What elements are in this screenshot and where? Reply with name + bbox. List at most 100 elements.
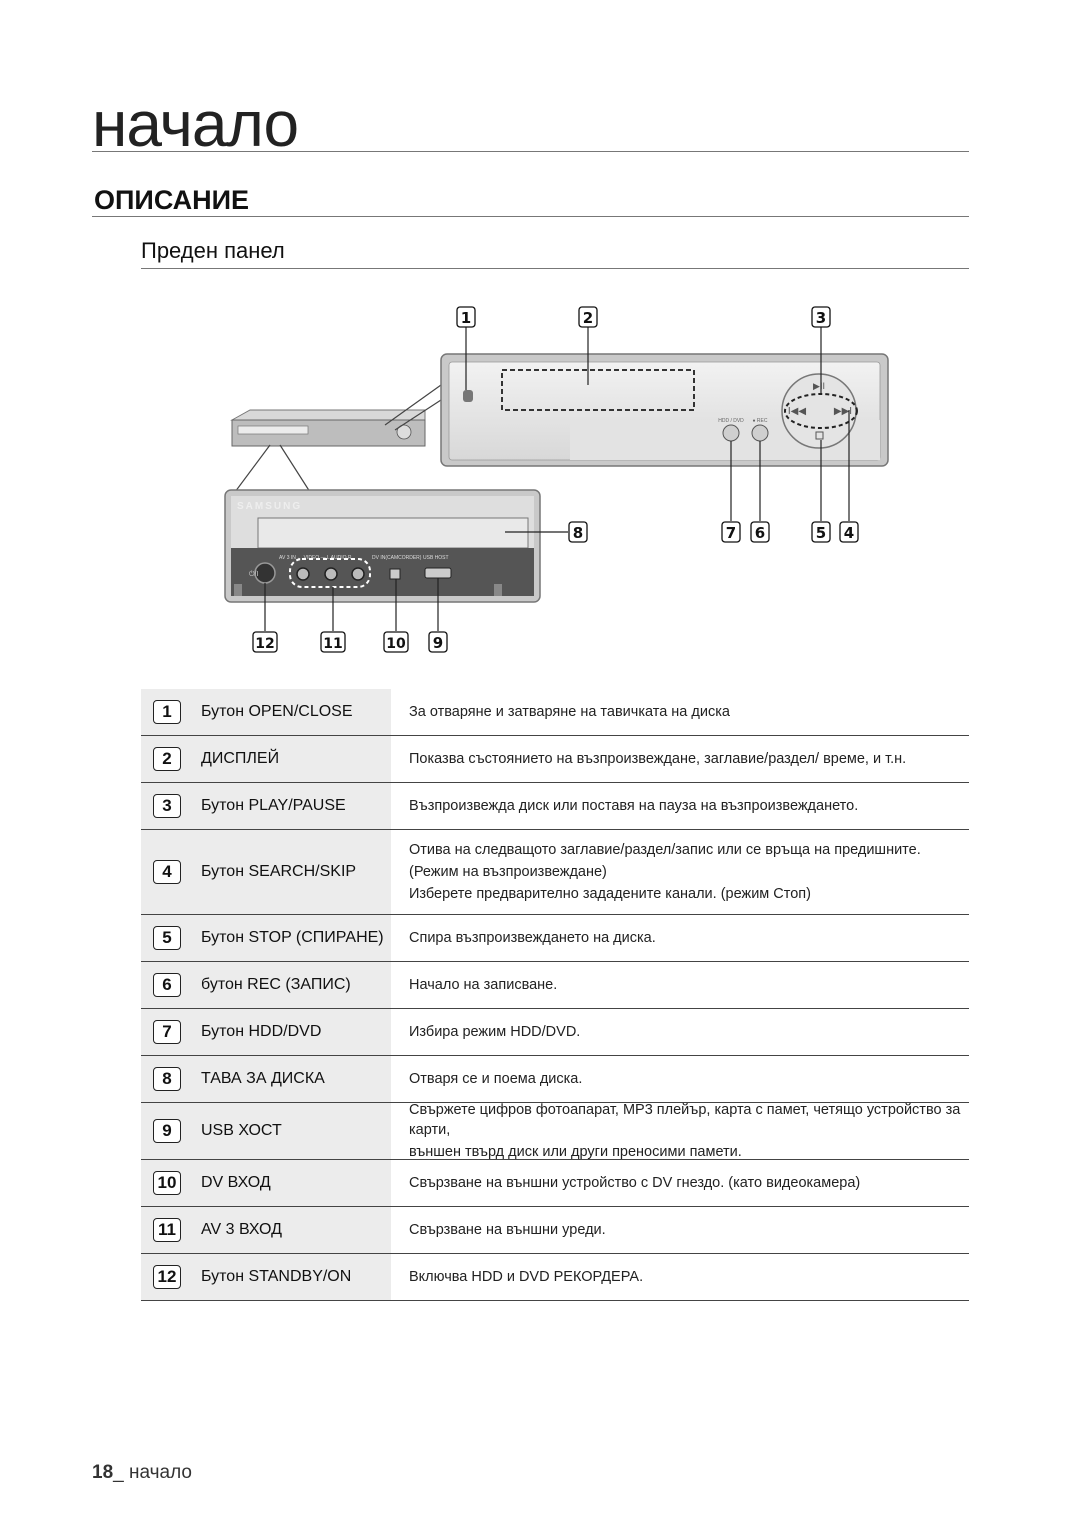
item-number-badge: 4: [153, 860, 181, 884]
svg-text:2: 2: [583, 309, 593, 327]
item-description-line: За отваряне и затваряне на тавичката на …: [409, 704, 730, 720]
item-description-line: Показва състоянието на възпроизвеждане, …: [409, 751, 907, 767]
item-description-cell: Свързване на външни уреди.: [391, 1207, 606, 1253]
item-description-line: Изберете предварително зададените канали…: [409, 886, 811, 902]
page-number: 18: [92, 1462, 114, 1483]
item-description-line: външен твърд диск или други преносими па…: [409, 1144, 742, 1160]
callout-2: 2: [578, 306, 598, 328]
item-number-badge: 8: [153, 1067, 181, 1091]
svg-text:● REC: ● REC: [753, 418, 768, 424]
item-description-line: Спира възпроизвеждането на диска.: [409, 930, 656, 946]
svg-text:HDD / DVD: HDD / DVD: [718, 418, 744, 424]
item-description-cell: Свързване на външни устройство с DV гнез…: [391, 1160, 860, 1206]
item-label: DV ВХОД: [201, 1174, 271, 1191]
item-description-cell: Спира възпроизвеждането на диска.: [391, 915, 656, 961]
item-label-cell: 3 Бутон PLAY/PAUSE: [141, 783, 391, 829]
item-label: ТАВА ЗА ДИСКА: [201, 1070, 325, 1087]
item-description-cell: Включва HDD и DVD РЕКОРДЕРА.: [391, 1254, 643, 1300]
callout-5: 5: [811, 521, 831, 543]
item-label: Бутон OPEN/CLOSE: [201, 703, 353, 720]
item-number-badge: 2: [153, 747, 181, 771]
rec-button: [751, 424, 769, 442]
item-description-line: Избира режим HDD/DVD.: [409, 1024, 581, 1040]
svg-text:11: 11: [323, 636, 342, 652]
item-label-cell: 11 AV 3 ВХОД: [141, 1207, 391, 1253]
player-overview: [230, 409, 426, 447]
brand-logo: SAMSUNG: [237, 501, 302, 512]
callout-7: 7: [721, 521, 741, 543]
item-label-cell: 7 Бутон HDD/DVD: [141, 1009, 391, 1055]
top-panel: ▶II I◀◀ ▶▶I HDD / DVD ● REC: [440, 353, 889, 467]
dv-port: [389, 568, 401, 580]
item-description-cell: Отива на следващото заглавие/раздел/запи…: [391, 830, 921, 914]
svg-text:USB HOST: USB HOST: [423, 555, 449, 561]
item-description-cell: Възпроизвежда диск или поставя на пауза …: [391, 783, 858, 829]
svg-text:4: 4: [844, 524, 854, 542]
page-footer: 18_ начало: [92, 1462, 192, 1484]
svg-text:DV IN(CAMCORDER): DV IN(CAMCORDER): [372, 555, 422, 561]
callout-6: 6: [750, 521, 770, 543]
chapter-title: начало: [92, 88, 299, 160]
front-panel-diagram: ▶II I◀◀ ▶▶I HDD / DVD ● REC SAMSUNG ⏻/I …: [224, 306, 889, 653]
item-label: Бутон PLAY/PAUSE: [201, 797, 346, 814]
table-row: 7 Бутон HDD/DVD Избира режим HDD/DVD.: [141, 1009, 969, 1056]
item-label-cell: 8 ТАВА ЗА ДИСКА: [141, 1056, 391, 1102]
subsection-title: Преден панел: [141, 238, 285, 263]
footer-text: _ начало: [113, 1462, 192, 1483]
item-description-cell: Показва състоянието на възпроизвеждане, …: [391, 736, 906, 782]
item-description-line: (Режим на възпроизвеждане): [409, 864, 607, 880]
open-close-button: [463, 390, 473, 402]
table-row: 2 ДИСПЛЕЙ Показва състоянието на възпроизв…: [141, 736, 969, 783]
subsection-rule: [141, 268, 969, 269]
item-number-badge: 11: [153, 1218, 181, 1242]
table-row: 4 Бутон SEARCH/SKIP Отива на следващото за…: [141, 830, 969, 915]
feature-table: 1 Бутон OPEN/CLOSE За отваряне и затваряне…: [141, 689, 969, 1301]
item-number-badge: 10: [153, 1171, 181, 1195]
item-description-line: Свързване на външни устройство с DV гнез…: [409, 1175, 861, 1191]
svg-text:1: 1: [461, 309, 471, 327]
item-label: бутон REC (ЗАПИС): [201, 976, 351, 993]
callout-12: 12: [252, 631, 278, 653]
item-number-badge: 3: [153, 794, 181, 818]
item-description-line: Отива на следващото заглавие/раздел/запи…: [409, 842, 921, 858]
item-label: AV 3 ВХОД: [201, 1221, 282, 1238]
usb-port: [424, 567, 452, 579]
svg-text:9: 9: [433, 634, 443, 652]
item-description-cell: Свържете цифров фотоапарат, MP3 плейър, …: [391, 1102, 969, 1160]
item-number-badge: 7: [153, 1020, 181, 1044]
table-row: 11 AV 3 ВХОД Свързване на външни уреди.: [141, 1207, 969, 1254]
svg-text:8: 8: [573, 524, 583, 542]
item-label: Бутон HDD/DVD: [201, 1023, 322, 1040]
item-label: ДИСПЛЕЙ: [201, 750, 280, 767]
item-number-badge: 9: [153, 1119, 181, 1143]
callout-11: 11: [320, 631, 346, 653]
callout-10: 10: [383, 631, 409, 653]
item-description-line: Свързване на външни уреди.: [409, 1222, 606, 1238]
hdd-dvd-button: [722, 424, 740, 442]
callout-8: 8: [568, 521, 588, 543]
item-label-cell: 10 DV ВХОД: [141, 1160, 391, 1206]
power-icon: ⏻/I: [249, 570, 258, 578]
section-title: ОПИСАНИЕ: [94, 185, 250, 215]
item-description-cell: За отваряне и затваряне на тавичката на …: [391, 689, 730, 735]
callout-3: 3: [811, 306, 831, 328]
callout-1: 1: [456, 306, 476, 328]
item-label: Бутон STOP (СПИРАНЕ): [201, 929, 384, 946]
item-description-line: Възпроизвежда диск или поставя на пауза …: [409, 798, 859, 814]
item-description-cell: Начало на записване.: [391, 962, 557, 1008]
callout-9: 9: [428, 631, 448, 653]
item-number-badge: 1: [153, 700, 181, 724]
svg-text:12: 12: [255, 636, 274, 652]
item-label: Бутон SEARCH/SKIP: [201, 863, 357, 880]
table-row: 3 Бутон PLAY/PAUSE Възпроизвежда диск или …: [141, 783, 969, 830]
item-label: USB ХОСТ: [201, 1122, 282, 1139]
disc-tray: [257, 517, 529, 549]
svg-text:3: 3: [816, 309, 826, 327]
